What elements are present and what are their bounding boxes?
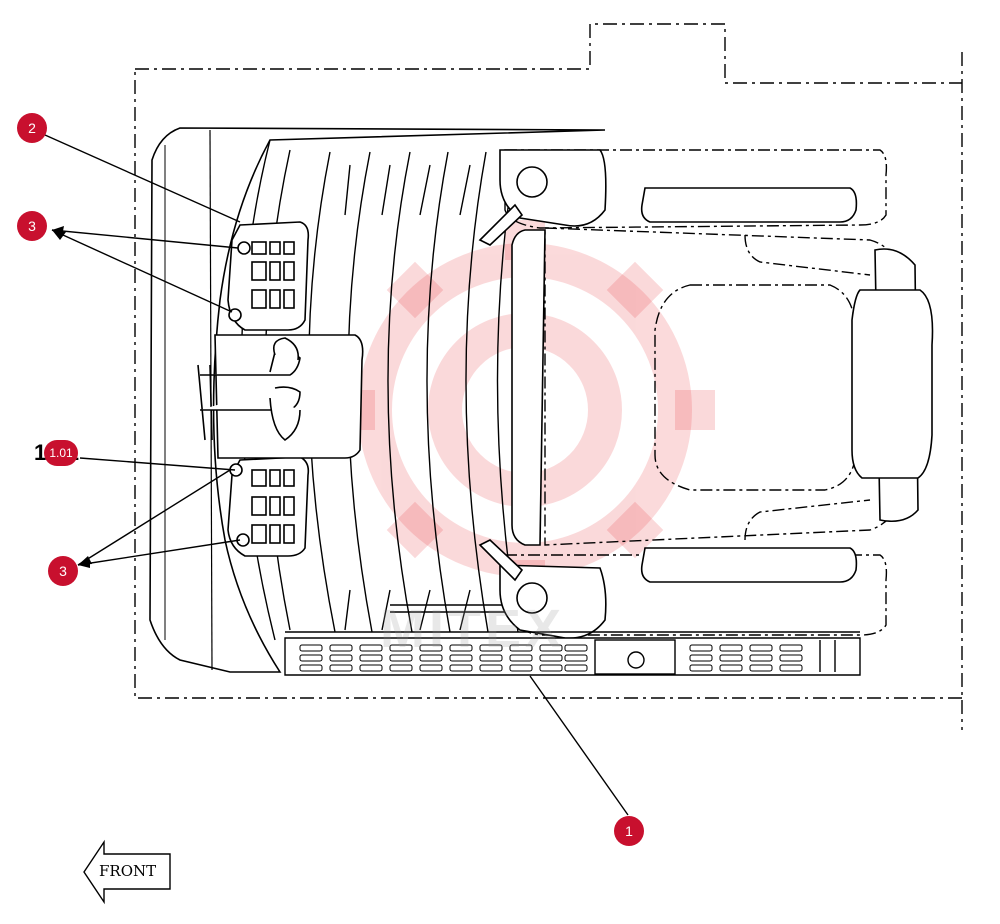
machine-outline [134,23,963,730]
control-levers [197,334,364,459]
callout-1[interactable]: 1 [614,816,644,846]
callout-3-upper[interactable]: 3 [17,211,47,241]
callout-3-lower[interactable]: 3 [48,556,78,586]
leader-lines [44,134,629,816]
seat-frame [511,187,934,583]
pedal-upper [227,221,310,331]
armrests [478,149,607,639]
watermark-text: MITEX [380,599,566,659]
reference-badge[interactable]: 1.01 [44,440,78,466]
callout-2[interactable]: 2 [17,113,47,143]
leader-arrowheads [52,226,92,568]
pedal-lower [227,456,310,557]
grating-slots [299,644,803,672]
front-label: FRONT [99,862,157,880]
bottom-grating [284,631,861,676]
front-arrow-icon [83,839,171,905]
cab-body [149,127,606,673]
